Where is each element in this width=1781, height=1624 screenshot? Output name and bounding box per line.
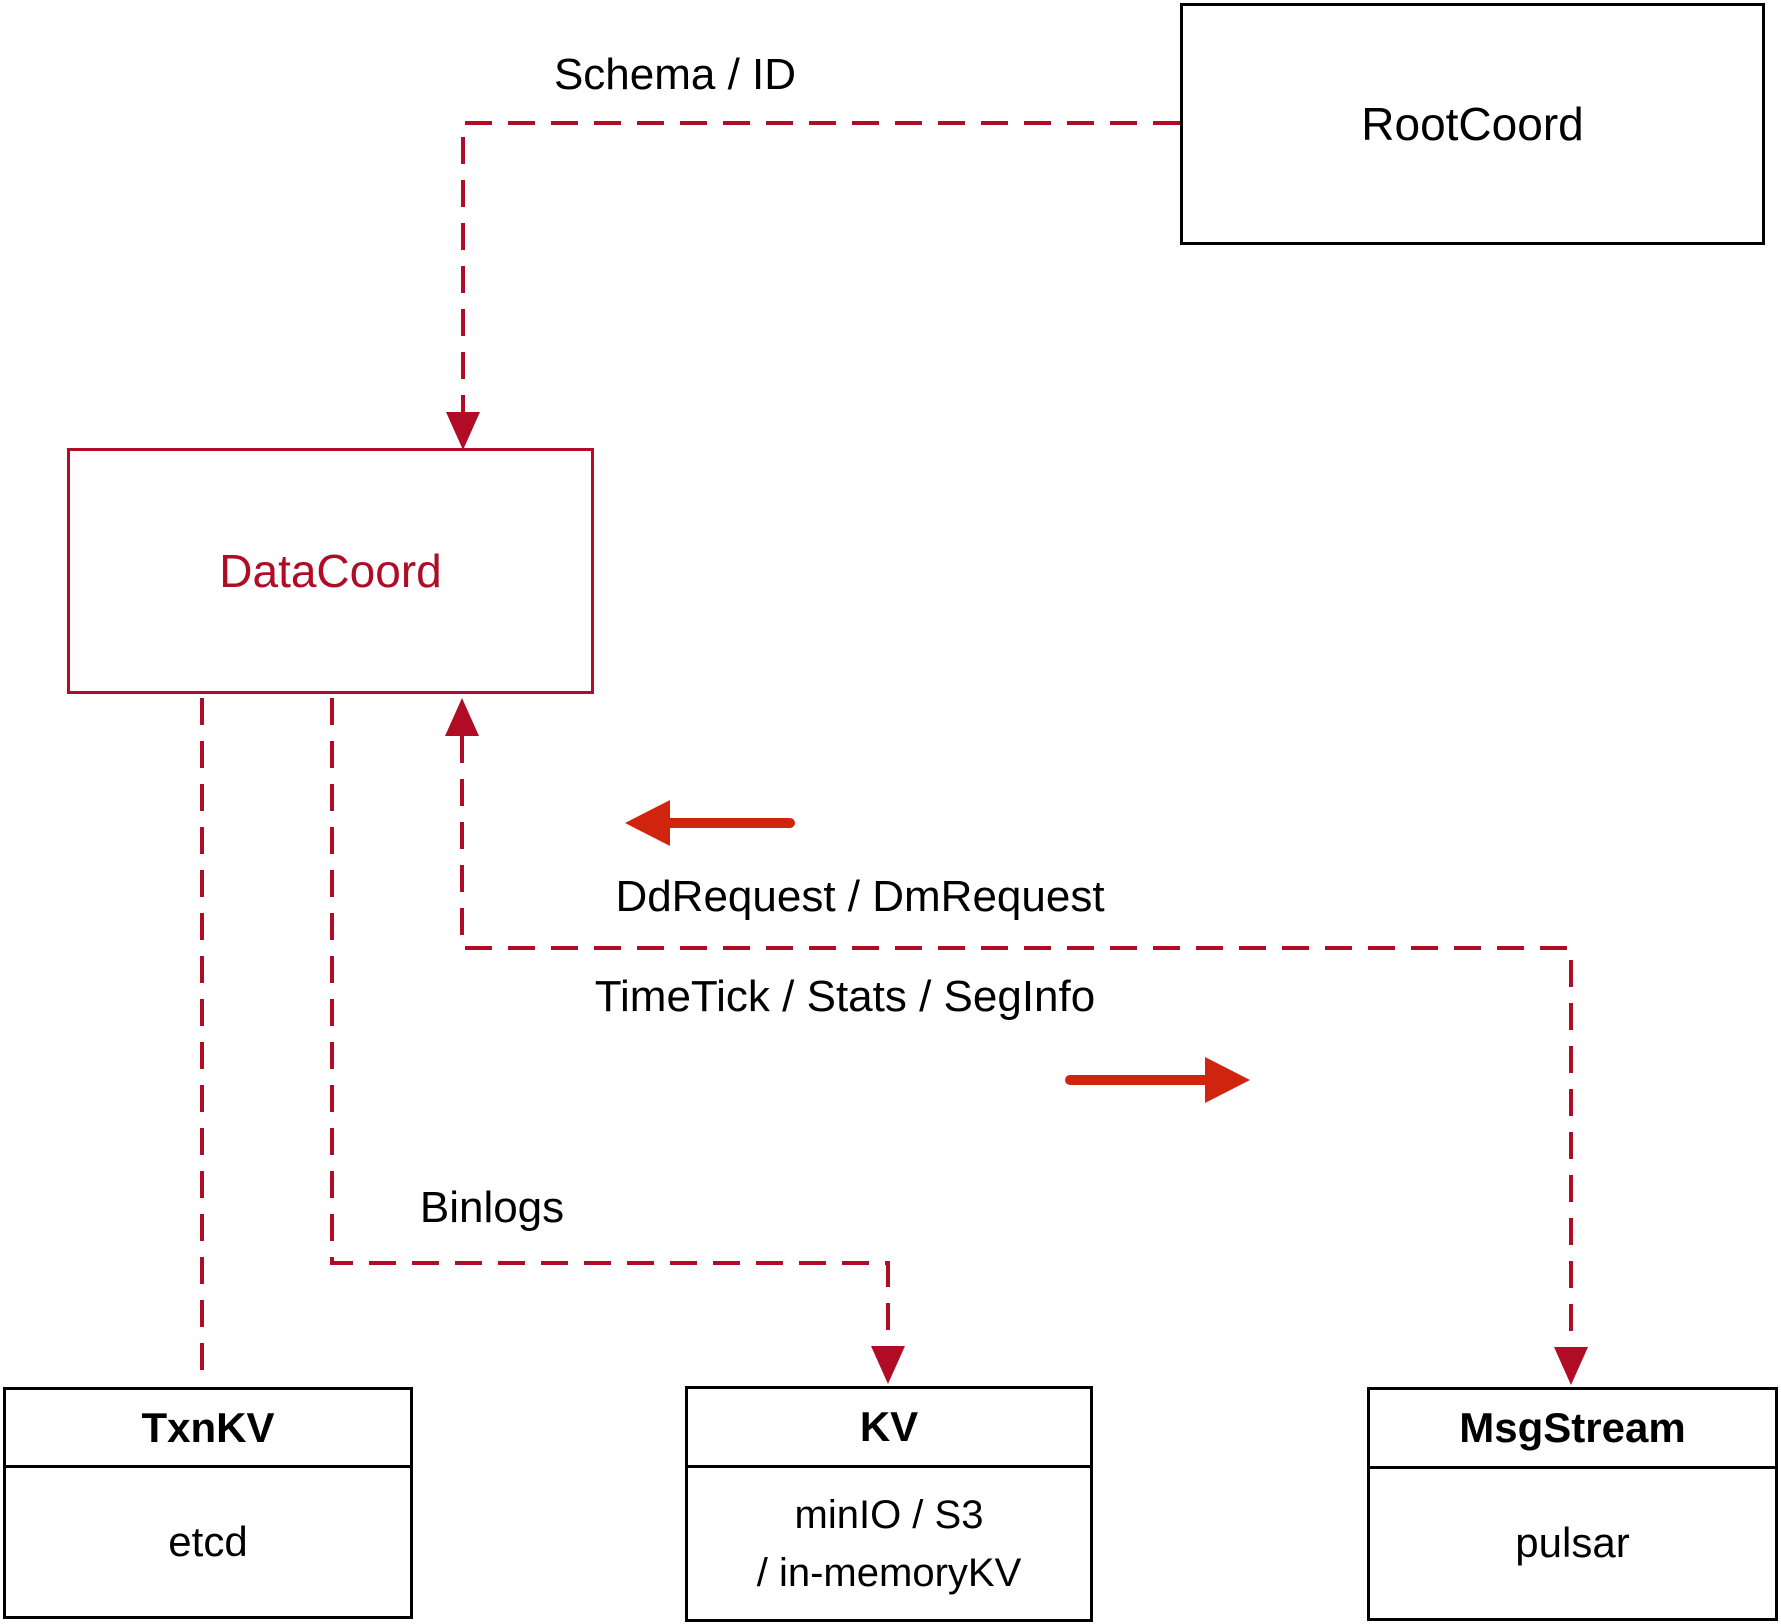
schema-id-arrowhead-icon — [446, 412, 480, 450]
msgstream-body: pulsar — [1515, 1519, 1630, 1567]
binlogs-edge-label: Binlogs — [419, 1183, 565, 1232]
binlogs-edge — [330, 698, 890, 1346]
msgstream-node: MsgStream pulsar — [1367, 1387, 1778, 1621]
left-direction-arrow-icon — [625, 800, 795, 846]
kv-body: minIO / S3 / in-memoryKV — [688, 1468, 1090, 1619]
kv-title: KV — [688, 1389, 1090, 1468]
msgstream-title: MsgStream — [1370, 1390, 1775, 1469]
binlogs-arrowhead-icon — [871, 1346, 905, 1384]
datacoord-node: DataCoord — [67, 448, 594, 694]
txnkv-body: etcd — [168, 1517, 248, 1565]
datacoord-label: DataCoord — [219, 545, 442, 597]
msgstream-down-arrowhead-icon — [1554, 1347, 1588, 1385]
kv-body-line-2: / in-memoryKV — [756, 1550, 1022, 1595]
txnkv-node: TxnKV etcd — [3, 1387, 413, 1619]
dd-dm-request-edge-label: DdRequest / DmRequest — [615, 872, 1105, 921]
rootcoord-label: RootCoord — [1361, 98, 1584, 150]
timetick-stats-seginfo-edge-label: TimeTick / Stats / SegInfo — [594, 972, 1096, 1021]
txnkv-title: TxnKV — [6, 1390, 410, 1468]
datacoord-up-arrowhead-icon — [445, 698, 479, 736]
right-direction-arrow-icon — [1065, 1057, 1250, 1103]
rootcoord-node: RootCoord — [1180, 3, 1765, 245]
request-timetick-edge — [460, 736, 1573, 1347]
kv-node: KV minIO / S3 / in-memoryKV — [685, 1386, 1093, 1622]
schema-id-edge — [461, 121, 1180, 412]
kv-body-line-1: minIO / S3 — [794, 1492, 984, 1537]
schema-id-edge-label: Schema / ID — [553, 50, 797, 99]
